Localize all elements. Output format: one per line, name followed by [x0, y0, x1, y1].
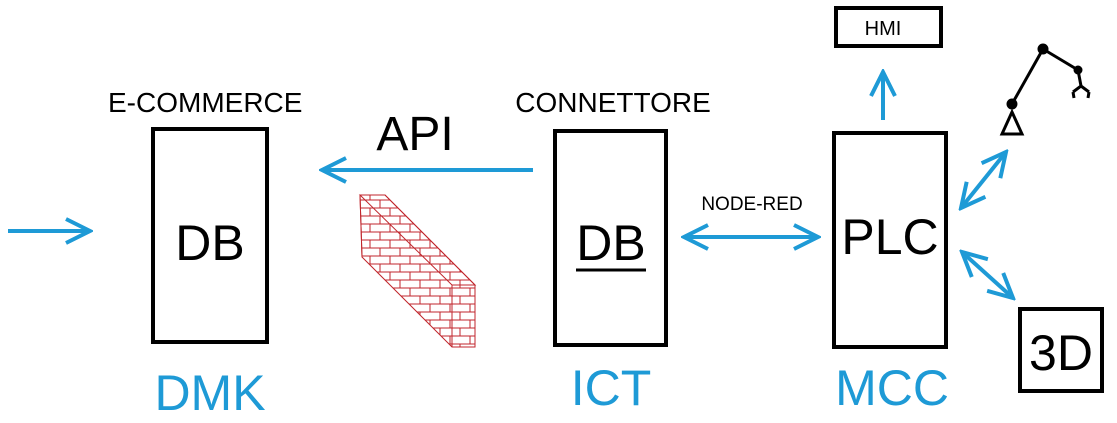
robot-arm-icon [999, 43, 1091, 136]
ict-label: ICT [571, 360, 652, 416]
dmk-label: DMK [154, 365, 265, 421]
connector-db-label: DB [576, 215, 645, 271]
plc-box [832, 131, 948, 349]
plc-robot-arrow [961, 152, 1006, 208]
plc-label: PLC [841, 209, 938, 265]
ecommerce-caption: E-COMMERCE [108, 87, 302, 118]
printer3d-box [1018, 307, 1104, 393]
plc-3d-arrow [962, 252, 1013, 298]
mcc-label: MCC [835, 360, 949, 416]
node-red-label: NODE-RED [701, 194, 802, 215]
connector-caption: CONNETTORE [515, 87, 711, 118]
hmi-box [834, 6, 943, 48]
firewall-icon [358, 194, 477, 348]
api-label: API [376, 108, 453, 161]
connector-db-box [553, 129, 668, 347]
hmi-label: HMI [865, 18, 902, 40]
ecommerce-db-label: DB [175, 215, 244, 271]
printer3d-label: 3D [1029, 325, 1093, 381]
ecommerce-db-box [151, 127, 269, 344]
